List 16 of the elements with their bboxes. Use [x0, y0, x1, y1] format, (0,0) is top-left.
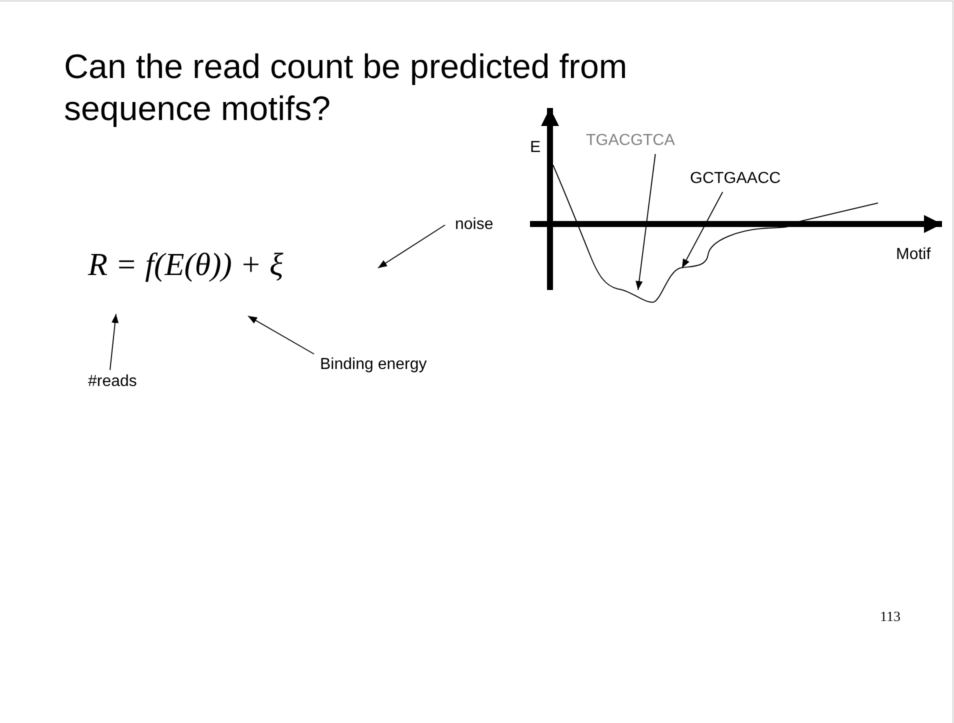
energy-curve	[552, 164, 878, 303]
leader-arrow	[378, 224, 446, 268]
motif-label: GCTGAACC	[690, 170, 781, 188]
leader-arrow	[636, 154, 656, 290]
leader-arrow	[682, 192, 724, 268]
axis-label: Motif	[896, 246, 931, 264]
annotation-label: #reads	[88, 373, 137, 391]
annotation-label: Binding energy	[320, 356, 427, 374]
slide-title: Can the read count be predicted from sequence motifs?	[64, 47, 628, 130]
motif-label: TGACGTCA	[586, 132, 675, 150]
axis-label: E	[530, 139, 541, 157]
page-number: 113	[880, 610, 900, 626]
equation: R = f(E(θ)) + ξ	[88, 246, 284, 283]
leader-arrow	[248, 316, 314, 354]
annotation-label: noise	[455, 216, 494, 234]
leader-arrow	[110, 314, 119, 370]
